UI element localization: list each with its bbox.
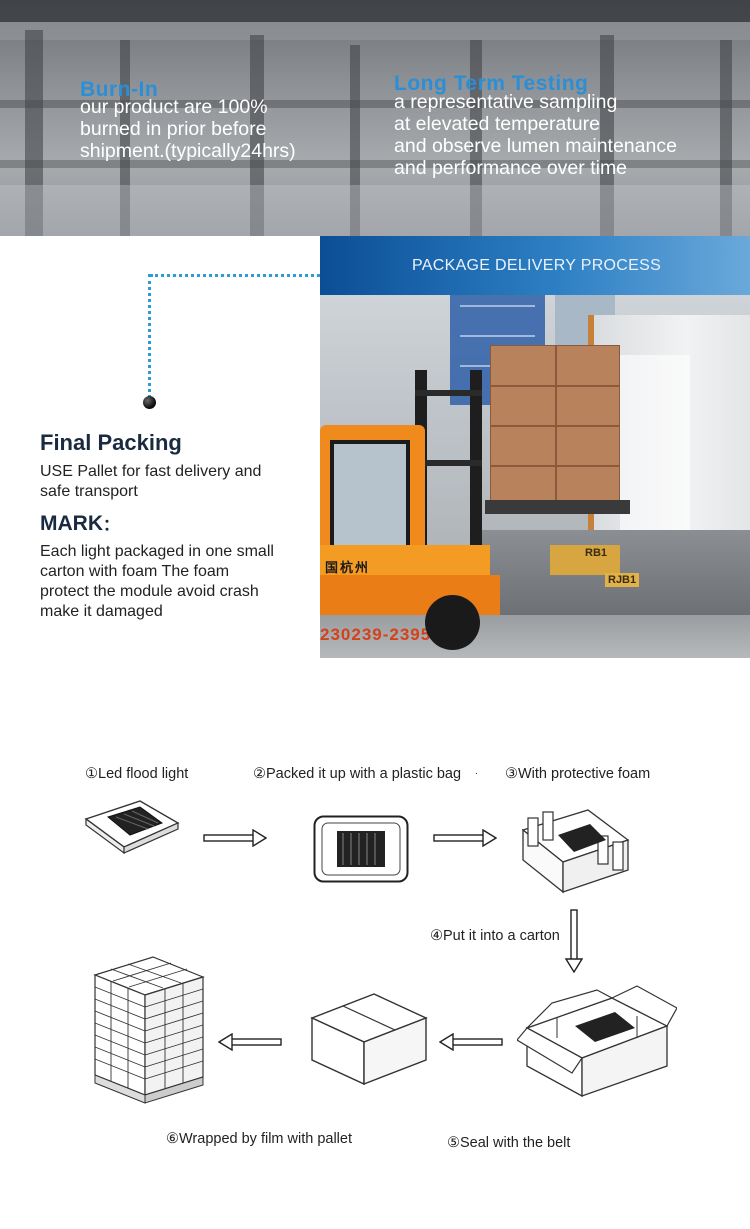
mark-title-text: MARK	[40, 512, 103, 535]
step-label: ③With protective foam	[505, 766, 651, 782]
dotted-connector-vertical	[148, 274, 151, 398]
long-term-line: at elevated temperature	[394, 113, 600, 135]
step-label: ④Put it into a carton	[430, 928, 560, 944]
step-label: ①Led flood light	[85, 766, 189, 782]
mark-colon: ：	[103, 517, 120, 534]
protective-foam-icon	[521, 809, 630, 894]
final-packing-text: USE Pallet for fast delivery and safe tr…	[40, 463, 262, 500]
sealed-carton-icon	[310, 993, 428, 1086]
package-delivery-header: PACKAGE DELIVERY PROCESS	[320, 236, 750, 295]
dotted-connector-horizontal	[150, 274, 320, 277]
step-label: ⑤Seal with the belt	[447, 1135, 571, 1151]
arrow-left-icon	[218, 1033, 282, 1051]
carton-mark: RB1	[585, 547, 608, 559]
carton-mark: RJB1	[605, 573, 640, 587]
flood-light-icon	[84, 800, 180, 855]
pallet-cartons-icon	[93, 956, 205, 1104]
arrow-down-icon	[565, 909, 583, 973]
step-label: ②Packed it up with a plastic bag	[253, 766, 462, 782]
arrow-left-icon	[439, 1033, 503, 1051]
long-term-title: Long Term Testing	[394, 72, 589, 95]
burn-in-line: our product are 100%	[80, 96, 268, 118]
forklift-plate: 230239-2395	[320, 625, 432, 644]
forklift-truck-sign: 国杭州	[325, 560, 371, 575]
plastic-bag-icon	[313, 815, 409, 883]
mark-title: MARK：	[40, 511, 119, 536]
connector-dot-icon	[143, 396, 156, 409]
open-carton-icon	[517, 985, 677, 1098]
burn-in-block: Burn-In our product are 100% burned in p…	[80, 78, 296, 162]
long-term-block: Long Term Testing a representative sampl…	[394, 72, 677, 179]
mark-text: Each light packaged in one small carton …	[40, 543, 274, 620]
burn-in-title: Burn-In	[80, 78, 159, 101]
testing-banner: Burn-In our product are 100% burned in p…	[0, 0, 750, 236]
long-term-line: and observe lumen maintenance	[394, 135, 677, 157]
burn-in-line: shipment.(typically24hrs)	[80, 140, 296, 162]
forklift-loading-photo: RB1 RJB1 国杭州 230239-2395	[320, 295, 750, 658]
package-delivery-title: PACKAGE DELIVERY PROCESS	[412, 256, 662, 274]
long-term-line: a representative sampling	[394, 91, 618, 113]
arrow-right-icon	[203, 829, 267, 847]
arrow-right-icon	[433, 829, 497, 847]
burn-in-line: burned in prior before	[80, 118, 267, 140]
long-term-line: and performance over time	[394, 157, 628, 179]
step-label: ⑥Wrapped by film with pallet	[166, 1131, 353, 1147]
final-packing-title: Final Packing	[40, 430, 182, 455]
stray-dot: .	[475, 766, 478, 777]
